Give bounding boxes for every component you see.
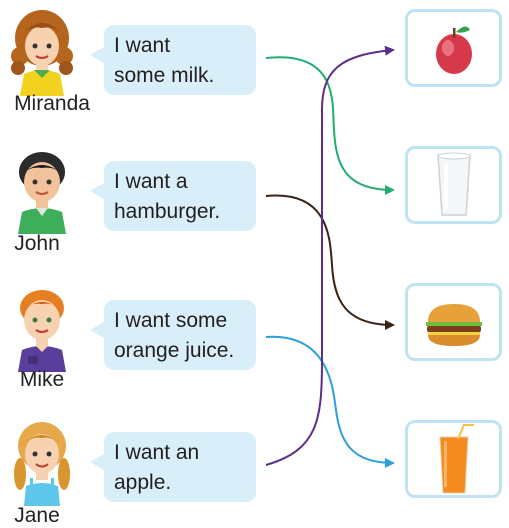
speech-bubble-mike: I want some orange juice. <box>90 300 256 370</box>
speech-bubble-john: I want a hamburger. <box>90 161 256 231</box>
speech-bubble-miranda: I want some milk. <box>90 25 256 95</box>
picture-card-apple <box>405 9 502 87</box>
picture-card-orange-juice <box>405 420 502 498</box>
speech-bubble-jane: I want an apple. <box>90 432 256 502</box>
speech-line-1: I want an <box>114 441 200 464</box>
speech-line-2: orange juice. <box>114 339 235 362</box>
person-miranda: Miranda <box>2 4 102 116</box>
speech-line-2: hamburger. <box>114 200 221 223</box>
orange-juice-icon <box>439 424 474 494</box>
girl-curly-hair-icon <box>11 10 73 96</box>
line-mike-to-juice <box>265 335 395 468</box>
name-jane: Jane <box>14 504 60 527</box>
apple-icon <box>436 26 472 74</box>
boy-dark-hair-icon <box>18 152 66 234</box>
person-jane: Jane <box>2 414 102 527</box>
line-john-to-hamburger <box>265 194 395 330</box>
boy-ginger-hair-icon <box>18 290 66 372</box>
milk-glass-icon <box>437 152 471 216</box>
name-miranda: Miranda <box>14 92 90 115</box>
hamburger-icon <box>426 304 482 346</box>
line-jane-to-apple <box>265 45 395 466</box>
picture-card-milk <box>405 146 502 224</box>
line-miranda-to-milk <box>265 56 395 195</box>
girl-blonde-braids-icon <box>14 422 70 506</box>
speech-line-1: I want some <box>114 309 228 332</box>
speech-line-1: I want a <box>114 170 188 193</box>
name-john: John <box>14 232 60 255</box>
speech-line-2: apple. <box>114 471 172 494</box>
person-john: John <box>2 142 102 255</box>
speech-line-2: some milk. <box>114 64 215 87</box>
picture-card-hamburger <box>405 283 502 361</box>
speech-line-1: I want <box>114 34 171 57</box>
person-mike: Mike <box>2 280 102 392</box>
name-mike: Mike <box>19 368 65 391</box>
